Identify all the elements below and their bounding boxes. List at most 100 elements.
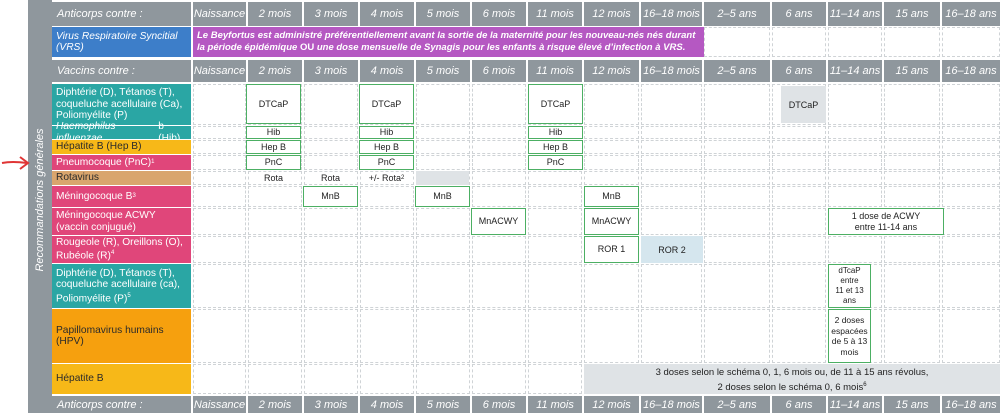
- grid-cell: [416, 208, 470, 235]
- grid-cell: [584, 84, 639, 125]
- side-label: Recommandations générales: [34, 128, 46, 272]
- dose-hib-4m: Hib: [359, 126, 414, 139]
- grid-cell: [884, 236, 940, 263]
- grid-cell: [528, 186, 582, 207]
- grid-cell: [248, 236, 302, 263]
- row-label-rota: Rotavirus: [52, 171, 191, 185]
- grid-cell: [704, 171, 770, 185]
- grid-cell: [472, 309, 526, 363]
- header-age-bottom-11: 11–14 ans: [828, 396, 882, 413]
- grid-cell: [472, 364, 526, 394]
- grid-cell: [884, 155, 940, 170]
- header-age-2: 3 mois: [304, 2, 358, 26]
- header-age-vaccins-9: 2–5 ans: [704, 60, 770, 82]
- header-age-bottom-1: 2 mois: [248, 396, 302, 413]
- dose-acwy-teen: 1 dose de ACWY entre 11-14 ans: [828, 208, 944, 235]
- grid-cell: [248, 309, 302, 363]
- grid-cell: [193, 309, 246, 363]
- grid-cell: [641, 264, 702, 308]
- grid-cell: [704, 208, 770, 235]
- grid-cell: [942, 171, 1000, 185]
- header-age-bottom-8: 16–18 mois: [641, 396, 702, 413]
- grid-cell: [772, 171, 826, 185]
- grid-cell: [416, 126, 470, 139]
- grid-cell: [248, 208, 302, 235]
- grid-cell: [528, 236, 582, 263]
- dose-menb-12m: MnB: [584, 186, 639, 207]
- header-age-vaccins-13: 16–18 ans: [942, 60, 1000, 82]
- grid-cell: [472, 126, 526, 139]
- header-age-bottom-5: 6 mois: [472, 396, 526, 413]
- header-age-5: 6 mois: [472, 2, 526, 26]
- grid-cell: [304, 171, 358, 185]
- grid-cell: [884, 140, 940, 154]
- header-age-11: 11–14 ans: [828, 2, 882, 26]
- header-age-vaccins-6: 11 mois: [528, 60, 582, 82]
- grid-cell: [641, 84, 702, 125]
- header-age-4: 5 mois: [416, 2, 470, 26]
- grid-cell: [884, 186, 940, 207]
- header-age-10: 6 ans: [772, 2, 826, 26]
- header-age-bottom-6: 11 mois: [528, 396, 582, 413]
- grid-cell: [942, 236, 1000, 263]
- row-label-hepb2: Hépatite B: [52, 364, 191, 394]
- grid-cell: [304, 364, 358, 394]
- header-age-vaccins-11: 11–14 ans: [828, 60, 882, 82]
- grid-cell: [942, 155, 1000, 170]
- header-age-bottom-12: 15 ans: [884, 396, 940, 413]
- grid-cell: [772, 186, 826, 207]
- header-age-13: 16–18 ans: [942, 2, 1000, 26]
- grid-cell: [584, 155, 639, 170]
- grid-cell: [942, 309, 1000, 363]
- dose-rota-2m: Rota: [263, 173, 283, 183]
- grid-cell: [472, 186, 526, 207]
- dose-ror-2: ROR 2: [641, 236, 703, 263]
- grid-cell: [828, 84, 882, 125]
- grid-cell: [304, 155, 358, 170]
- vrs-note: Le Beyfortus est administré préférentiel…: [193, 27, 704, 57]
- grid-cell: [884, 171, 940, 185]
- grid-cell: [641, 155, 702, 170]
- grid-cell: [193, 140, 246, 154]
- grid-cell: [641, 208, 702, 235]
- grid-cell: [193, 236, 246, 263]
- grid-cell: [193, 208, 246, 235]
- row-label-hib: Haemophilus influenzae b (Hib): [52, 121, 191, 144]
- grid-cell: [828, 236, 882, 263]
- row-label-dtcap2: Diphtérie (D), Tétanos (T), coqueluche a…: [52, 264, 191, 308]
- grid-cell: [942, 264, 1000, 308]
- row-label-ror: Rougeole (R), Oreillons (O), Rubéole (R)…: [52, 236, 191, 263]
- grid-cell: [360, 171, 414, 185]
- header-age-bottom-13: 16–18 ans: [942, 396, 1000, 413]
- header-antibodies-bottom-label: Anticorps contre :: [52, 396, 191, 413]
- grid-cell: [304, 309, 358, 363]
- header-age-vaccins-1: 2 mois: [248, 60, 302, 82]
- grid-cell: [704, 186, 770, 207]
- dose-hepb-4m: Hep B: [359, 140, 414, 154]
- header-age-6: 11 mois: [528, 2, 582, 26]
- dose-dtcap-11m: DTCaP: [528, 84, 583, 124]
- grid-cell: [584, 309, 639, 363]
- grid-cell: [704, 155, 770, 170]
- header-antibodies-label: Anticorps contre :: [52, 2, 191, 26]
- dose-hib-2m: Hib: [246, 126, 301, 139]
- header-age-bottom-4: 5 mois: [416, 396, 470, 413]
- header-age-bottom-7: 12 mois: [584, 396, 639, 413]
- grid-cell: [584, 264, 639, 308]
- grid-cell: [772, 309, 826, 363]
- header-vaccines-label: Vaccins contre :: [52, 60, 191, 82]
- grid-cell: [304, 236, 358, 263]
- grid-cell: [360, 264, 414, 308]
- grid-cell: [193, 264, 246, 308]
- grid-cell: [584, 140, 639, 154]
- header-age-vaccins-8: 16–18 mois: [641, 60, 702, 82]
- grid-cell: [828, 171, 882, 185]
- red-arrow-icon: [1, 156, 30, 170]
- header-age-vaccins-3: 4 mois: [360, 60, 414, 82]
- grid-cell: [942, 140, 1000, 154]
- dose-acwy-12m: MnACWY: [584, 208, 639, 235]
- dose-hib-11m: Hib: [528, 126, 583, 139]
- header-age-bottom-10: 6 ans: [772, 396, 826, 413]
- hepb-catchup-line-2: 2 doses selon le schéma 0, 6 mois6: [717, 382, 867, 394]
